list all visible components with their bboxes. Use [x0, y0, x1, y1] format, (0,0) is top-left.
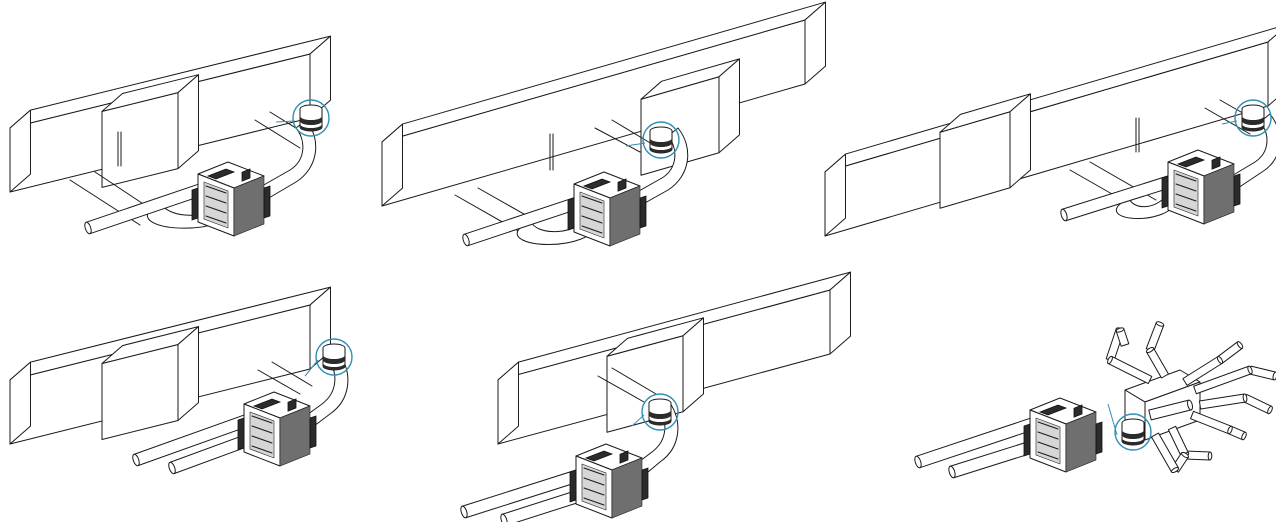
duct-sleeve-side [718, 58, 740, 154]
damper-icon [322, 343, 346, 371]
diagram-panel-2 [381, 1, 826, 247]
duct-end-face [1267, 34, 1276, 107]
round-pipe [1198, 393, 1247, 410]
diagram-panel-1 [9, 35, 331, 237]
damper-highlight-ring [1114, 413, 1152, 451]
damper-icon [649, 126, 673, 154]
pipe-open-end [500, 513, 508, 522]
pipe-open-end [1115, 327, 1125, 333]
branch-line [611, 367, 657, 395]
round-pipe [1167, 425, 1190, 458]
pipe-open-end [84, 221, 92, 235]
pipe-open-end [1241, 431, 1247, 441]
duct-end-face [829, 271, 851, 355]
pipe-open-end [1187, 399, 1193, 411]
round-pipe [1190, 410, 1232, 435]
damper-highlight-ring [641, 393, 679, 431]
branch-line [1204, 107, 1251, 135]
damper-icon [1241, 104, 1265, 132]
damper-highlight-ring [315, 338, 353, 376]
pipe-open-end [1145, 346, 1155, 354]
pipe-open-end [1170, 466, 1180, 474]
pipe-open-end [1207, 451, 1213, 461]
pipe-open-end [460, 505, 468, 519]
branch-line [611, 119, 653, 145]
pipe-open-end [1267, 405, 1273, 415]
duct-end-face [804, 1, 826, 85]
pipe-open-end [914, 455, 922, 469]
damper-leader-line [631, 414, 645, 427]
branch-line [254, 119, 301, 149]
duct-start-face [9, 109, 31, 193]
damper-leader-line [275, 120, 296, 123]
diagram-panel-3 [824, 27, 1276, 237]
duct-start-face [824, 153, 846, 237]
pipe-open-end [132, 453, 140, 467]
ventilation-unit-icon [237, 391, 317, 467]
pipe-open-end [1155, 321, 1165, 327]
damper-icon [1121, 418, 1145, 446]
pipe-open-end [1247, 365, 1253, 375]
branch-line [597, 375, 645, 403]
duct-sleeve-side [177, 74, 199, 170]
pipe-open-end [948, 465, 956, 479]
round-pipe [1145, 322, 1165, 352]
duct-end-face [309, 35, 331, 119]
pipe-bend [629, 127, 689, 209]
damper-highlight-ring [1234, 99, 1272, 137]
branch-line [257, 369, 301, 395]
damper-icon [648, 398, 672, 426]
branch-line [271, 361, 313, 387]
diagram-panel-4 [9, 286, 353, 475]
damper-leader-line [1221, 120, 1238, 125]
round-pipe [1248, 365, 1276, 381]
duct-start-face [9, 361, 31, 445]
duct-start-face [497, 361, 519, 445]
damper-highlight-ring [292, 99, 330, 137]
duct-sleeve-side [1009, 93, 1031, 189]
ventilation-unit-icon [1161, 149, 1241, 225]
diagram-panel-6 [914, 321, 1276, 479]
pipe-open-end [1107, 355, 1113, 365]
round-pipe [1107, 355, 1153, 385]
pipe-open-end [1242, 393, 1248, 403]
pipe-open-end [1216, 355, 1224, 365]
pipe-open-end [1181, 451, 1189, 459]
damper-leader-line [1107, 403, 1118, 436]
pipe-open-end [1236, 341, 1244, 349]
ventilation-unit-icon [569, 443, 649, 519]
diagram-panel-5 [460, 271, 851, 522]
pipe-open-end [1060, 208, 1068, 222]
duct-sleeve-side [682, 317, 704, 413]
pipe-open-end [168, 461, 176, 475]
pipe-open-end [462, 233, 470, 247]
damper-icon [299, 104, 323, 132]
branch-line [594, 127, 641, 153]
pipe-open-end [1227, 425, 1233, 435]
duct-start-face [381, 123, 403, 207]
damper-leader-line [304, 359, 319, 377]
damper-highlight-ring [642, 121, 680, 159]
ventilation-unit-icon [1023, 397, 1103, 473]
duct-sleeve-side [177, 326, 199, 421]
damper-leader-line [625, 142, 646, 147]
